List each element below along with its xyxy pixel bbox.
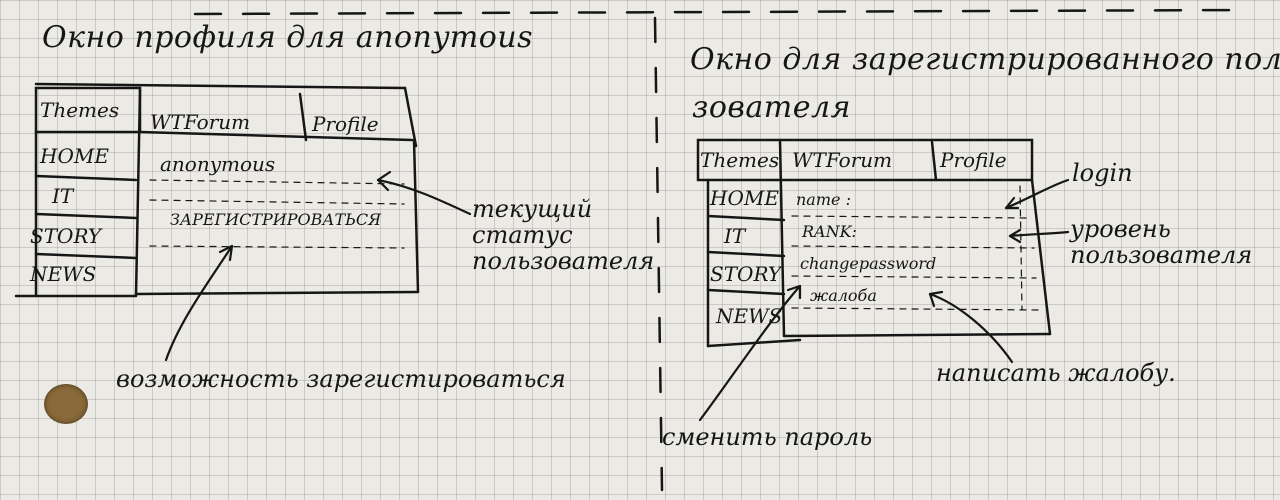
annotation-arrows: [164, 170, 1070, 422]
arrow-password: [698, 284, 802, 422]
arrow-level: [1008, 230, 1070, 238]
arrow-status: [376, 178, 472, 216]
note-write-complaint: написать жалобу.: [936, 359, 1176, 387]
arrow-register: [164, 244, 234, 362]
top-dashed-divider: [193, 8, 1252, 16]
right-field-rank: RANK:: [802, 222, 857, 241]
right-complaint: жалоба: [810, 286, 877, 305]
right-header-themes: Themes: [700, 148, 780, 172]
arrow-login: [1004, 178, 1070, 210]
left-status-anonymous: anonymous: [160, 152, 276, 176]
right-header-profile: Profile: [940, 148, 1007, 172]
right-window-dashed-rows: [791, 185, 1041, 311]
left-header-forum: WTForum: [150, 110, 251, 134]
paper-punch-hole: [44, 384, 88, 424]
right-title-line2: зователя: [692, 90, 851, 125]
left-nav-news: NEWS: [30, 262, 97, 286]
right-nav-story: STORY: [710, 262, 782, 286]
left-nav-it: IT: [52, 184, 74, 208]
vertical-dashed-divider: [653, 16, 664, 492]
left-header-themes: Themes: [40, 98, 120, 122]
left-nav-home: HOME: [40, 144, 109, 168]
right-nav-home: HOME: [710, 186, 779, 210]
left-window-dashed-rows: [149, 179, 405, 249]
arrow-complaint: [928, 292, 1014, 364]
note-login: login: [1072, 159, 1133, 187]
note-register-possibility: возможность зарегистироваться: [116, 365, 566, 393]
left-header-profile: Profile: [312, 112, 379, 136]
left-title: Окно профиля для anonymous: [42, 20, 534, 55]
right-nav-it: IT: [724, 224, 746, 248]
right-nav-news: NEWS: [716, 304, 783, 328]
note-change-password: сменить пароль: [662, 423, 873, 451]
note-user-level: уровень пользователя: [1070, 215, 1253, 269]
right-window-frame: [696, 138, 1052, 348]
note-current-status: текущий статус пользователя: [472, 195, 655, 275]
left-nav-story: STORY: [30, 224, 102, 248]
left-window-frame: [14, 82, 420, 298]
left-register-link: ЗАРЕГИСТРИРОВАТЬСЯ: [170, 210, 382, 229]
right-field-name: name :: [796, 190, 851, 209]
right-change-password: changepassword: [800, 254, 937, 273]
right-title-line1: Окно для зарегистрированного поль-: [690, 42, 1280, 77]
right-header-forum: WTForum: [792, 148, 893, 172]
